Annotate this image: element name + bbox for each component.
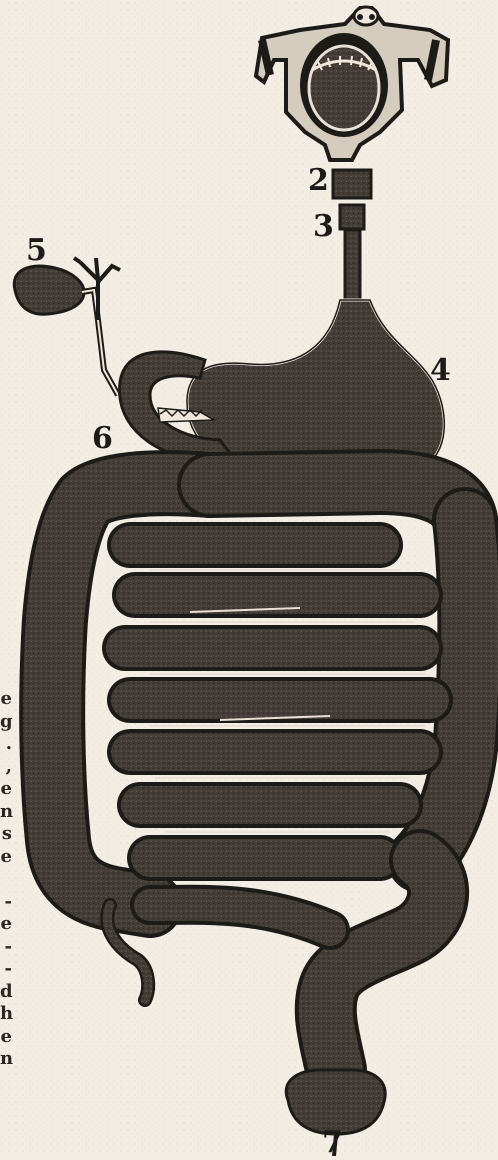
margin-text-char: e bbox=[0, 778, 12, 801]
label-rectum: 7 bbox=[322, 1128, 343, 1158]
margin-text-char: - bbox=[0, 891, 12, 914]
margin-text-char bbox=[0, 868, 12, 891]
margin-text-char: , bbox=[0, 756, 12, 779]
margin-text-char: - bbox=[0, 958, 12, 981]
margin-text-char: e bbox=[0, 688, 12, 711]
label-stomach: 4 bbox=[430, 356, 451, 386]
margin-text-char: s bbox=[0, 823, 12, 846]
label-pharynx: 2 bbox=[308, 166, 329, 196]
margin-text-char: e bbox=[0, 846, 12, 869]
margin-text-char: d bbox=[0, 981, 12, 1004]
label-duodenum: 6 bbox=[92, 424, 113, 454]
label-esophagus: 3 bbox=[313, 212, 334, 242]
label-gall-bladder: 5 bbox=[26, 236, 47, 266]
margin-text-char: h bbox=[0, 1003, 12, 1026]
margin-text-char: g bbox=[0, 711, 12, 734]
margin-text-char: - bbox=[0, 936, 12, 959]
margin-text-char: n bbox=[0, 801, 12, 824]
margin-text-char: e bbox=[0, 913, 12, 936]
margin-text-char: . bbox=[0, 733, 12, 756]
margin-text-char: e bbox=[0, 1026, 12, 1049]
margin-text-char: n bbox=[0, 1048, 12, 1071]
small-intestine bbox=[125, 545, 430, 858]
